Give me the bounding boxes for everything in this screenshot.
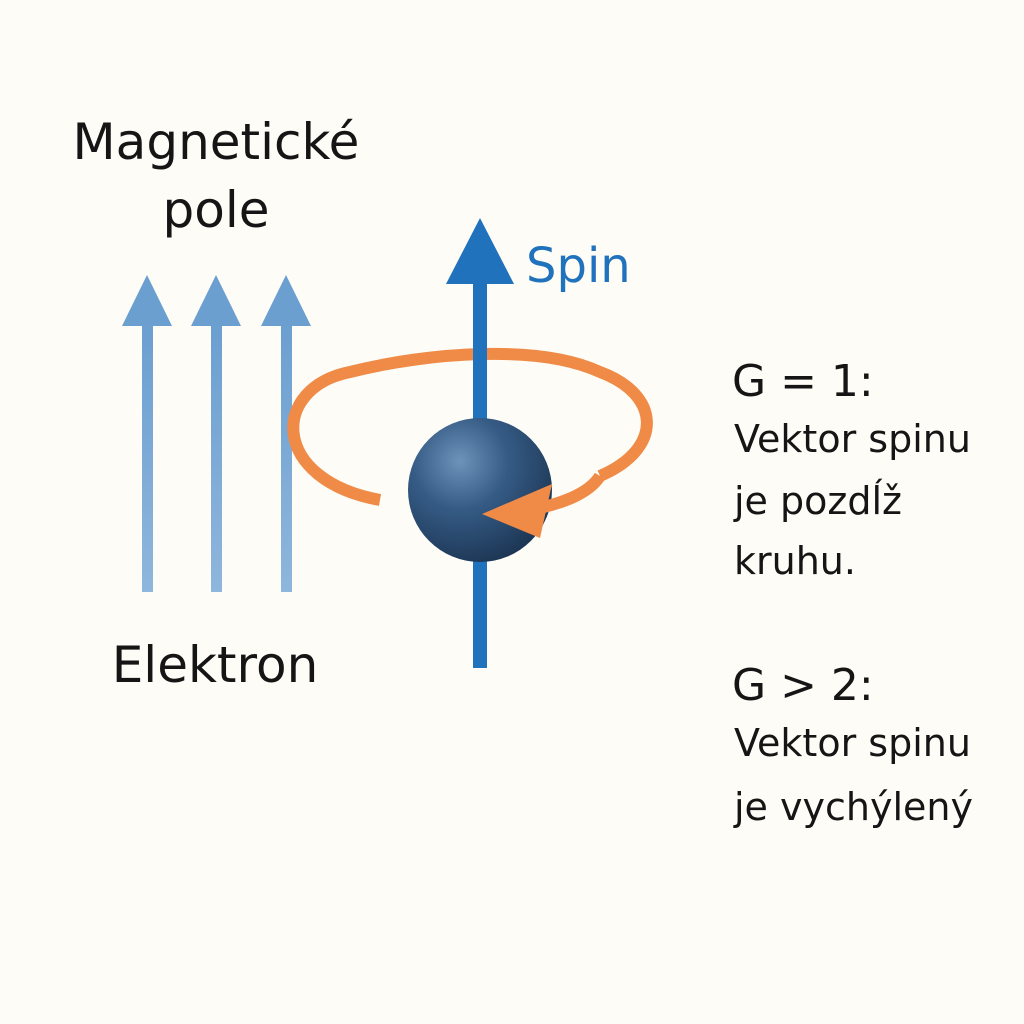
spin-label: Spin xyxy=(526,238,631,294)
case-g2-heading: G > 2: xyxy=(732,660,874,711)
magnetic-field-label-line2: pole xyxy=(162,181,270,239)
case-g1-text-line: Vektor spinu xyxy=(734,417,971,461)
case-g1-text-line: kruhu. xyxy=(734,539,856,583)
magnetic-field-label: Magnetické pole xyxy=(36,108,396,244)
electron-label: Elektron xyxy=(111,636,319,694)
case-g1-text-line: je pozdĺž xyxy=(734,479,902,523)
field-arrow xyxy=(191,275,241,592)
magnetic-field-arrows xyxy=(122,275,311,592)
magnetic-field-label-line1: Magnetické xyxy=(72,113,360,171)
spin-arrow xyxy=(446,218,514,435)
case-g2-text-line: Vektor spinu xyxy=(734,721,971,765)
case-g2-text-line: je vychýlený xyxy=(734,785,973,829)
case-g1-heading: G = 1: xyxy=(732,356,874,407)
field-arrow xyxy=(261,275,311,592)
orbit-back-arc xyxy=(287,347,653,506)
field-arrow xyxy=(122,275,172,592)
electron-sphere xyxy=(408,418,552,562)
orbit-front-arrow xyxy=(482,472,606,538)
